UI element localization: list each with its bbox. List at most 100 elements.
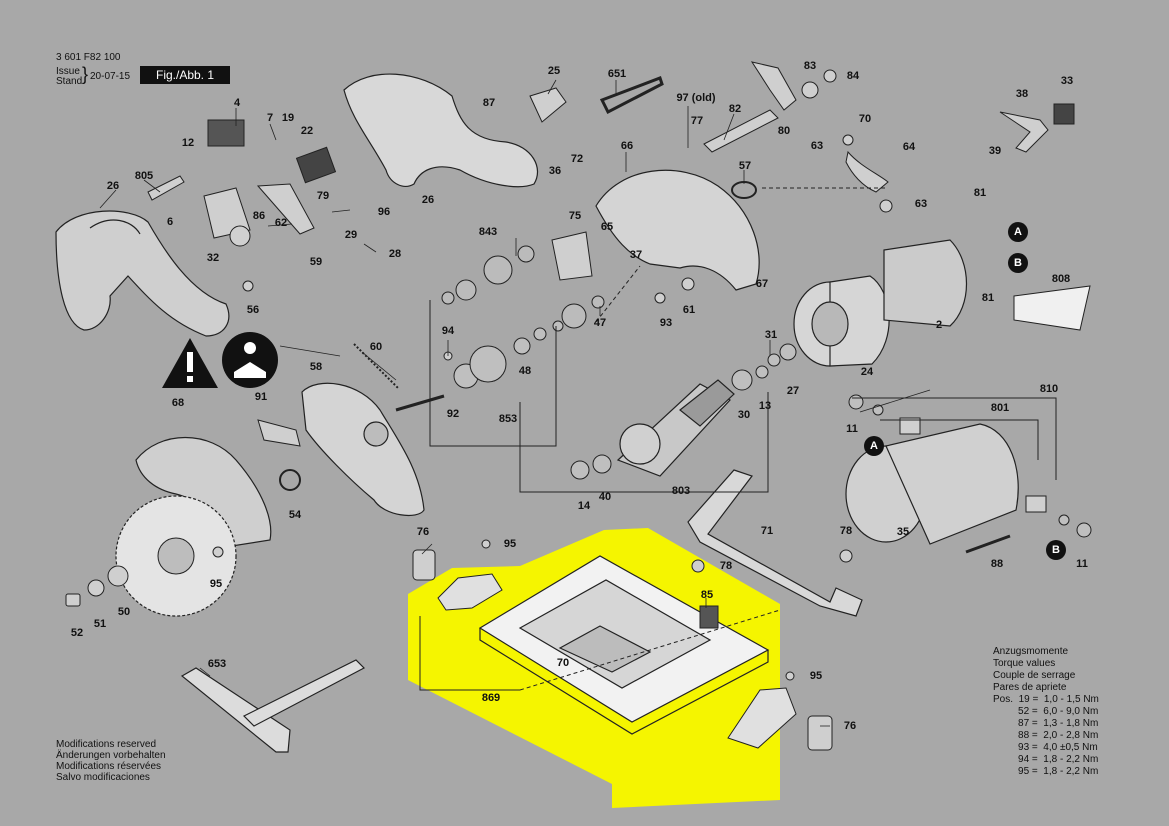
callout-32: 32 (206, 252, 220, 264)
callout-651: 651 (607, 68, 627, 80)
callout-78-right: 78 (839, 525, 853, 537)
connector-badge-a-bottom: A (864, 436, 884, 456)
callout-11-b: 11 (1076, 558, 1088, 570)
callout-26-top: 26 (421, 194, 435, 206)
callout-76-right: 76 (843, 720, 857, 732)
connector-badge-a-top: A (1008, 222, 1028, 242)
callout-38: 38 (1015, 88, 1029, 100)
callout-77: 77 (690, 115, 704, 127)
leader-lines (99, 79, 931, 727)
callout-31: 31 (764, 329, 778, 341)
callout-66: 66 (620, 140, 634, 152)
field-coil-2 (883, 239, 967, 327)
parallel-guide-653 (180, 659, 365, 753)
torque-title-es: Pares de apriete (993, 682, 1067, 693)
callout-51: 51 (93, 618, 107, 630)
callout-24: 24 (860, 366, 874, 378)
callout-59: 59 (309, 256, 323, 268)
callout-19: 19 (281, 112, 295, 124)
angle-support-71 (687, 469, 863, 617)
warning-triangle-icon (162, 338, 218, 388)
document-number: 3 601 F82 100 (56, 52, 121, 63)
callout-7: 7 (266, 112, 274, 124)
callout-78-left: 78 (719, 560, 733, 572)
callout-65: 65 (600, 221, 614, 233)
callout-653: 653 (207, 658, 227, 670)
callout-84: 84 (846, 70, 860, 82)
motor-housing-801 (845, 423, 1019, 545)
callout-95-a: 95 (503, 538, 517, 550)
callout-86: 86 (252, 210, 266, 222)
callout-805: 805 (134, 170, 154, 182)
torque-row: 87 = 1,3 - 1,8 Nm (993, 718, 1099, 729)
callout-67: 67 (755, 278, 769, 290)
issue-label: Issue (56, 66, 80, 77)
callout-26-handle: 26 (106, 180, 120, 192)
issue-brace: } (82, 64, 89, 84)
callout-4: 4 (233, 97, 241, 109)
torque-row: 93 = 4,0 ±0,5 Nm (993, 742, 1098, 753)
callout-48: 48 (518, 365, 532, 377)
callout-80: 80 (777, 125, 791, 137)
callout-36: 36 (548, 165, 562, 177)
callout-39: 39 (988, 145, 1002, 157)
blade-fasteners (65, 565, 129, 607)
blade-guard-68 (135, 436, 272, 547)
callout-71: 71 (760, 525, 774, 537)
callout-64: 64 (902, 141, 916, 153)
callout-63-a: 63 (810, 140, 824, 152)
callout-88: 88 (990, 558, 1004, 570)
torque-row: Pos. 19 = 1,0 - 1,5 Nm (993, 694, 1099, 705)
modifications-line: Modifications reserved (56, 739, 157, 750)
callout-63-b: 63 (914, 198, 928, 210)
handle-26 (55, 210, 230, 337)
callout-61: 61 (682, 304, 696, 316)
torque-row: 95 = 1,8 - 2,2 Nm (993, 766, 1099, 777)
callout-94: 94 (441, 325, 455, 337)
callout-810: 810 (1039, 383, 1059, 395)
callout-93: 93 (659, 317, 673, 329)
callout-2: 2 (935, 319, 943, 331)
callout-95-b: 95 (209, 578, 223, 590)
callout-29: 29 (344, 229, 358, 241)
callout-57: 57 (738, 160, 752, 172)
saw-blade (115, 495, 237, 617)
stand-label: Stand (56, 76, 83, 87)
callout-801: 801 (990, 402, 1010, 414)
callout-37: 37 (629, 249, 643, 261)
modifications-line: Änderungen vorbehalten (56, 750, 166, 761)
read-manual-icon (222, 332, 278, 388)
torque-values-table: Anzugsmomente Torque values Couple de se… (993, 646, 1099, 778)
assembly-outlines (419, 187, 1057, 691)
torque-row: 52 = 6,0 - 9,0 Nm (993, 706, 1099, 717)
callout-81-a: 81 (973, 187, 987, 199)
callout-13: 13 (758, 400, 772, 412)
callout-79: 79 (316, 190, 330, 202)
callout-11-a: 11 (846, 423, 858, 435)
small-parts (147, 61, 1091, 681)
modifications-line: Modifications réservées (56, 761, 162, 772)
callout-50: 50 (117, 606, 131, 618)
callout-60: 60 (369, 341, 383, 353)
callout-62: 62 (274, 217, 288, 229)
switch-assembly (203, 119, 337, 247)
callout-808: 808 (1051, 273, 1071, 285)
callout-853: 853 (498, 413, 518, 425)
callout-97-old: 97 (old) (676, 92, 716, 104)
connector-badge-b-bottom: B (1046, 540, 1066, 560)
base-plate-869 (478, 555, 770, 735)
torque-row: 94 = 1,8 - 2,2 Nm (993, 754, 1099, 765)
callout-33: 33 (1060, 75, 1074, 87)
torque-row: 88 = 2,0 - 2,8 Nm (993, 730, 1099, 741)
callout-81-b: 81 (981, 292, 995, 304)
armature-803 (616, 379, 735, 477)
modifications-note: Modifications reserved Änderungen vorbeh… (56, 739, 166, 783)
callout-22: 22 (300, 125, 314, 137)
figure-label: Fig./Abb. 1 (140, 66, 230, 84)
torque-title-de: Anzugsmomente (993, 646, 1069, 657)
part-85 (699, 605, 719, 629)
fence-bracket-right (727, 687, 833, 751)
callout-28: 28 (388, 248, 402, 260)
callout-12: 12 (181, 137, 195, 149)
